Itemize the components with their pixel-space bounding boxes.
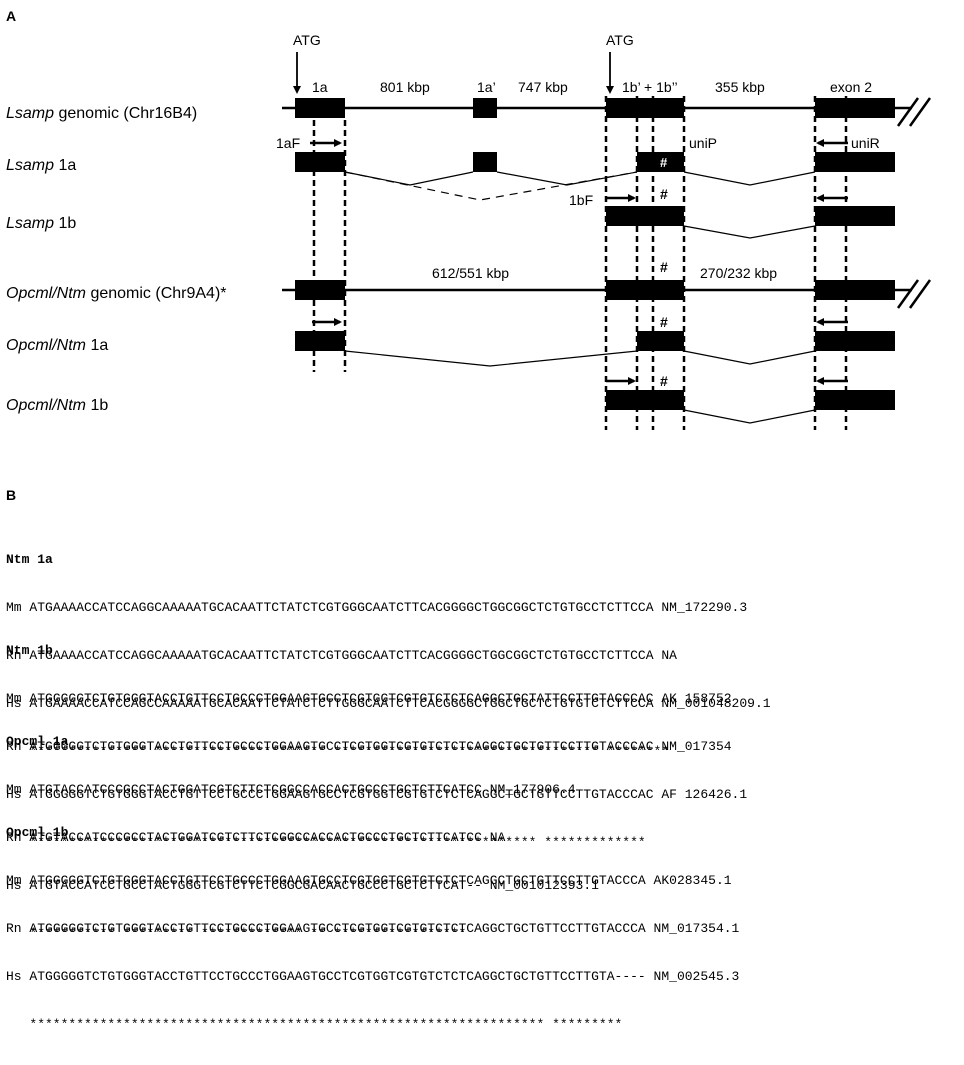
atg-label-right: ATG [606, 32, 634, 48]
row-label-opcml-1a: Opcml/Ntm 1a [6, 337, 108, 354]
alignment-title: Ntm 1a [6, 552, 53, 567]
alignment-row: Hs ATGTACCATCCTGCCTACTGGGTCGTCTTCTCGGCGA… [6, 878, 599, 893]
alignment-row: Hs ATGGGGGTCTGTGGGTACCTGTTCCTGCCCTGGAAGT… [6, 787, 748, 802]
alignment-row: Rn ATGAAAACCATCCAGGCAAAAATGCACAATTCTATCT… [6, 648, 677, 663]
exon-1b-label: 1b’ + 1b’’ [622, 79, 678, 95]
alignment-row: Mm ATGAAAACCATCCAGGCAAAAATGCACAATTCTATCT… [6, 600, 748, 615]
panel-a-label: A [6, 8, 16, 24]
row-label-lsamp-genomic: Lsamp genomic (Chr16B4) [6, 105, 197, 122]
gap-355-label: 355 kbp [715, 79, 765, 95]
alignment-row: Hs ATGGGGGTCTGTGGGTACCTGTTCCTGCCCTGGAAGT… [6, 969, 740, 984]
lsamp-1a-transcript [295, 152, 895, 201]
alignment-ntm-1b: Ntm 1b Mm ATGGGGGTCTGTGGGTACCTGTTCCTGCCC… [6, 611, 747, 883]
opcml-genomic-track [282, 279, 932, 309]
exon-structure-diagram: A Lsamp genomic (Chr16B4) Lsamp 1a Lsamp… [6, 8, 932, 430]
alignment-row: Rn ATGGGGGTCTGTGGGTACCTGTTCCTGCCCTGGAAGT… [6, 921, 740, 936]
opcml-1b-transcript [606, 390, 895, 424]
gap-612-label: 612/551 kbp [432, 265, 509, 281]
alignment-row: Mm ATGGGGGTCTGTGGGTACCTGTTCCTGCCCTGGAAGT… [6, 691, 732, 706]
row-label-lsamp-1b: Lsamp 1b [6, 215, 76, 232]
exon-2-label: exon 2 [830, 79, 872, 95]
hash-marker: # [660, 259, 668, 275]
exon-boundary-lines [312, 96, 848, 430]
primer-uniR-label: uniR [851, 135, 880, 151]
panel-b-label: B [6, 487, 17, 503]
conservation-line: ****************************************… [6, 835, 646, 850]
alignment-title: Ntm 1b [6, 643, 53, 658]
conservation-line: ****************************************… [6, 1017, 623, 1032]
alignment-title: Opcml 1a [6, 734, 69, 749]
lsamp-1b-transcript [606, 206, 895, 239]
hash-marker: # [660, 155, 668, 170]
primer-uniP-label: uniP [689, 135, 717, 151]
alignment-row: Rn ATGTACCATCCCGCCTACTGGATCGTCTTCTCGGCCA… [6, 830, 506, 845]
panel-b: B Ntm 1a Mm ATGAAAACCATCCAGGCAAAAATGCACA… [6, 487, 771, 1032]
alignment-opcml-1b: Opcml 1b Mm ATGGGGGTCTGTGGGTACCTGTTCCTGC… [6, 793, 739, 1065]
row-label-opcml-genomic: Opcml/Ntm genomic (Chr9A4)* [6, 285, 227, 302]
opcml-1a-transcript [295, 331, 895, 367]
alignment-ntm-1a: Ntm 1a Mm ATGAAAACCATCCAGGCAAAAATGCACAAT… [6, 520, 771, 792]
row-label-opcml-1b: Opcml/Ntm 1b [6, 397, 108, 414]
exon-1a-label: 1a [312, 79, 328, 95]
gap-801-label: 801 kbp [380, 79, 430, 95]
alignment-row: Mm ATGGGGGTCTGTGGGTACCTGTTCCTGCCCTGGAAGT… [6, 873, 732, 888]
alignment-row: Hs ATGAAAACCATCCAGCCAAAAATGCACAATTCTATCT… [6, 696, 771, 711]
hash-marker: # [660, 314, 668, 330]
gap-747-label: 747 kbp [518, 79, 568, 95]
primer-1aF-label: 1aF [276, 135, 300, 151]
row-label-lsamp-1a: Lsamp 1a [6, 157, 76, 174]
exon-1a-prime-label: 1a’ [477, 79, 496, 95]
hash-marker: # [660, 373, 668, 389]
alignment-row: Mm ATGTACCATCCCGCCTACTGGATCGTCTTCTCGGCCA… [6, 782, 576, 797]
lsamp-genomic-track [282, 97, 932, 127]
primer-1bF-label: 1bF [569, 192, 593, 208]
atg-label-left: ATG [293, 32, 321, 48]
hash-marker: # [660, 186, 668, 202]
conservation-line: *************** ********************** *… [6, 744, 670, 759]
alignment-row: Rn ATGGGGGTCTGTGGGTACCTGTTCCTGCCCTGGAAGT… [6, 739, 732, 754]
gap-270-label: 270/232 kbp [700, 265, 777, 281]
alignment-title: Opcml 1b [6, 825, 69, 840]
